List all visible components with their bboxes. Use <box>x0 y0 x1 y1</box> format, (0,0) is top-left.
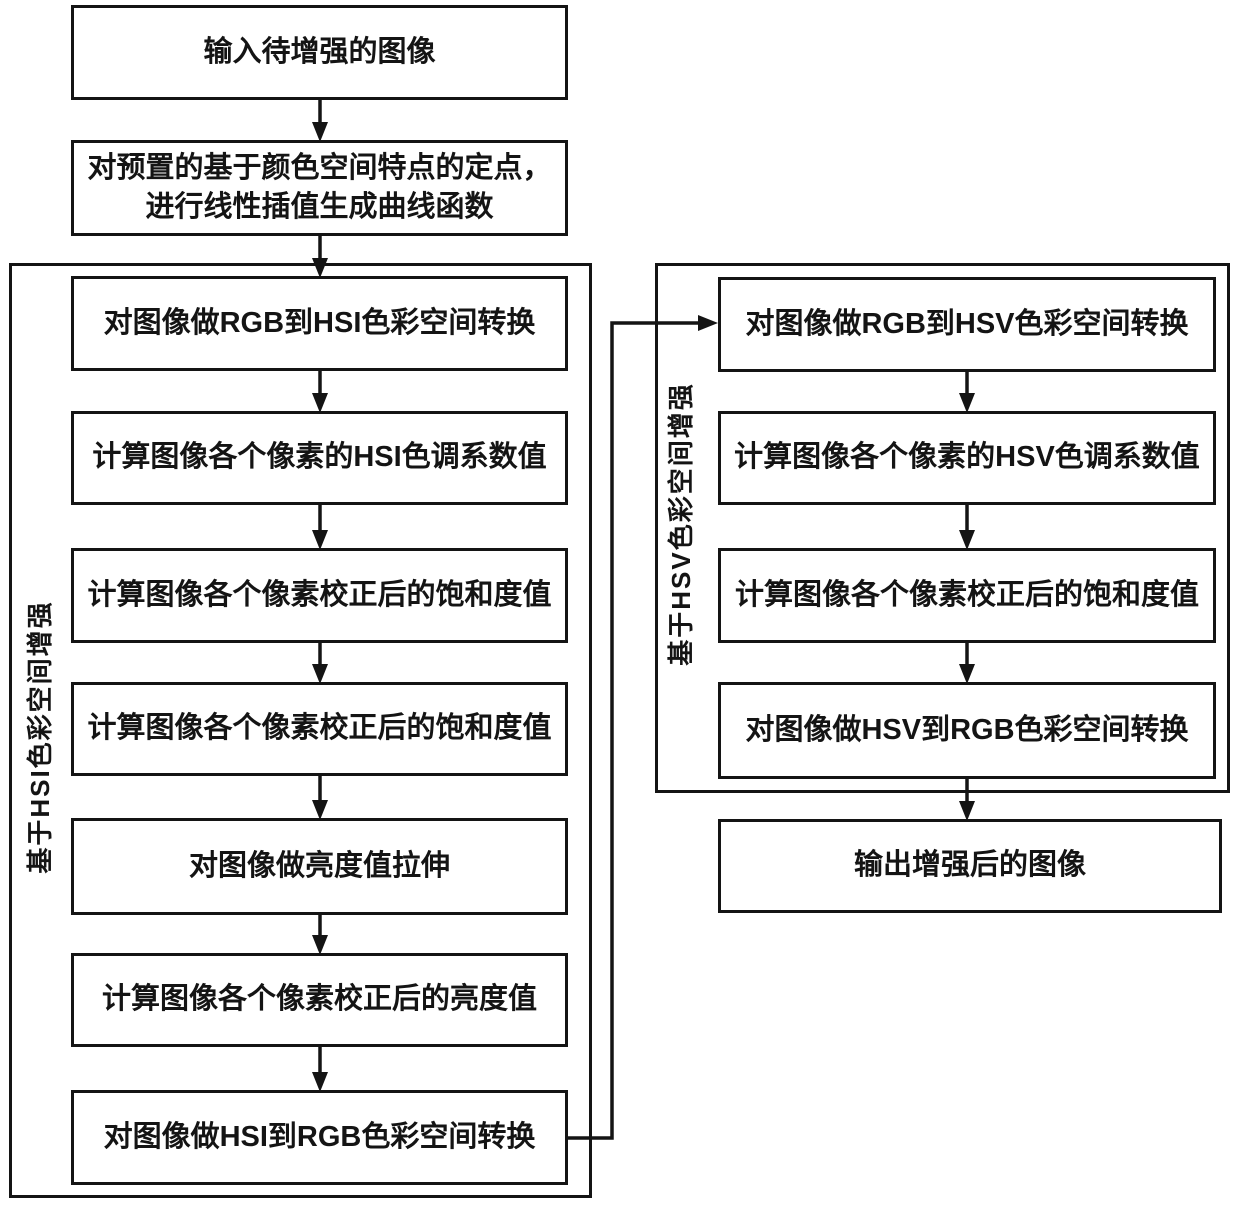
hsv-step-4-label: 对图像做HSV到RGB色彩空间转换 <box>745 713 1189 746</box>
hsi-step-3: 计算图像各个像素校正后的饱和度值 <box>71 548 568 643</box>
hsi-step-2: 计算图像各个像素的HSI色调系数值 <box>71 411 568 505</box>
hsi-step-1: 对图像做RGB到HSI色彩空间转换 <box>71 276 568 371</box>
flow-box-interpolation: 对预置的基于颜色空间特点的定点， 进行线性插值生成曲线函数 <box>71 140 568 236</box>
hsv-group-label: 基于HSV色彩空间增强 <box>666 382 696 666</box>
hsi-step-5-label: 对图像做亮度值拉伸 <box>188 849 450 882</box>
hsv-step-2-label: 计算图像各个像素的HSV色调系数值 <box>734 441 1200 474</box>
hsi-step-2-label: 计算图像各个像素的HSI色调系数值 <box>92 441 547 474</box>
hsi-step-5: 对图像做亮度值拉伸 <box>71 818 568 915</box>
flow-box-input-label: 输入待增强的图像 <box>203 35 436 68</box>
hsv-step-2: 计算图像各个像素的HSV色调系数值 <box>718 411 1216 505</box>
arrowhead-hsv4-to-output <box>959 801 975 821</box>
flow-box-interpolation-line1: 对预置的基于颜色空间特点的定点， <box>87 151 552 184</box>
hsi-step-7-label: 对图像做HSI到RGB色彩空间转换 <box>103 1120 536 1153</box>
hsv-step-4: 对图像做HSV到RGB色彩空间转换 <box>718 682 1216 779</box>
hsv-step-3: 计算图像各个像素校正后的饱和度值 <box>718 548 1216 643</box>
arrowhead-input-to-interpolation <box>312 122 328 142</box>
flow-box-output-label: 输出增强后的图像 <box>853 849 1086 882</box>
hsi-step-4-label: 计算图像各个像素校正后的饱和度值 <box>87 712 552 745</box>
hsi-step-7: 对图像做HSI到RGB色彩空间转换 <box>71 1090 568 1185</box>
hsv-step-1: 对图像做RGB到HSV色彩空间转换 <box>718 277 1216 372</box>
hsi-step-6-label: 计算图像各个像素校正后的亮度值 <box>101 983 537 1016</box>
hsv-step-3-label: 计算图像各个像素校正后的饱和度值 <box>734 578 1199 611</box>
flow-box-output: 输出增强后的图像 <box>718 819 1222 913</box>
hsv-step-1-label: 对图像做RGB到HSV色彩空间转换 <box>745 307 1189 340</box>
hsi-step-1-label: 对图像做RGB到HSI色彩空间转换 <box>103 306 536 339</box>
hsi-group-label: 基于HSI色彩空间增强 <box>25 600 55 874</box>
hsi-step-4: 计算图像各个像素校正后的饱和度值 <box>71 682 568 776</box>
flow-box-interpolation-line2: 进行线性插值生成曲线函数 <box>145 191 494 223</box>
hsi-step-6: 计算图像各个像素校正后的亮度值 <box>71 953 568 1047</box>
hsi-step-3-label: 计算图像各个像素校正后的饱和度值 <box>87 578 552 611</box>
flow-box-input: 输入待增强的图像 <box>71 5 568 100</box>
